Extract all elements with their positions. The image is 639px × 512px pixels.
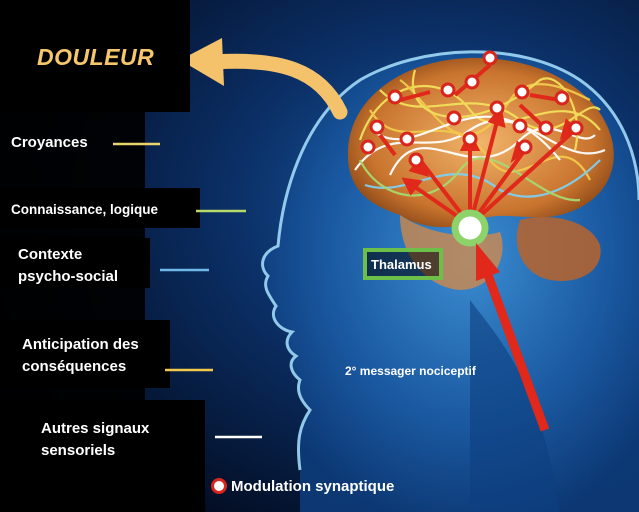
label-anticipation-line1: Anticipation des xyxy=(22,336,139,353)
synapse-marker xyxy=(440,82,456,98)
thalamus-node xyxy=(451,209,489,247)
synapse-marker xyxy=(538,120,554,136)
cerebellum xyxy=(516,217,601,281)
synapse-marker xyxy=(482,50,498,66)
title-douleur: DOULEUR xyxy=(37,44,155,70)
synapse-marker xyxy=(489,100,505,116)
thalamus-box: Thalamus xyxy=(363,248,443,280)
label-anticipation-line2: conséquences xyxy=(22,358,127,375)
synapse-marker xyxy=(514,84,530,100)
synapse-marker xyxy=(464,74,480,90)
label-croyances: Croyances xyxy=(11,134,88,151)
synapse-marker xyxy=(399,131,415,147)
connaissance-panel xyxy=(0,188,200,228)
contexte-panel xyxy=(0,238,150,288)
synapse-marker xyxy=(446,110,462,126)
anticipation-panel xyxy=(0,320,170,388)
ascending-nociceptive-arrow xyxy=(476,243,550,432)
title-panel xyxy=(0,0,190,112)
synapse-markers xyxy=(360,50,584,168)
synapse-marker xyxy=(408,152,424,168)
synapse-marker xyxy=(512,118,528,134)
label-autres-line1: Autres signaux xyxy=(41,420,150,437)
messenger-label: 2° messager nociceptif xyxy=(345,364,476,378)
head-outline xyxy=(261,50,639,471)
label-connaissance: Connaissance, logique xyxy=(11,202,159,217)
legend-label: Modulation synaptique xyxy=(231,478,395,495)
synapse-legend-icon xyxy=(211,478,227,494)
neck-area xyxy=(470,300,560,512)
label-contexte-line1: Contexte xyxy=(18,246,83,263)
douleur-arrow xyxy=(180,38,348,120)
synapse-marker xyxy=(369,119,385,135)
label-autres-line2: sensoriels xyxy=(41,442,116,459)
synapse-marker xyxy=(360,139,376,155)
synapse-marker xyxy=(554,90,570,106)
synapse-marker xyxy=(517,139,533,155)
synapse-marker xyxy=(568,120,584,136)
synapse-marker xyxy=(387,89,403,105)
autres-panel xyxy=(0,400,205,512)
thalamus-label: Thalamus xyxy=(371,257,432,272)
label-contexte-line2: psycho-social xyxy=(18,268,119,285)
synapse-marker xyxy=(462,131,478,147)
